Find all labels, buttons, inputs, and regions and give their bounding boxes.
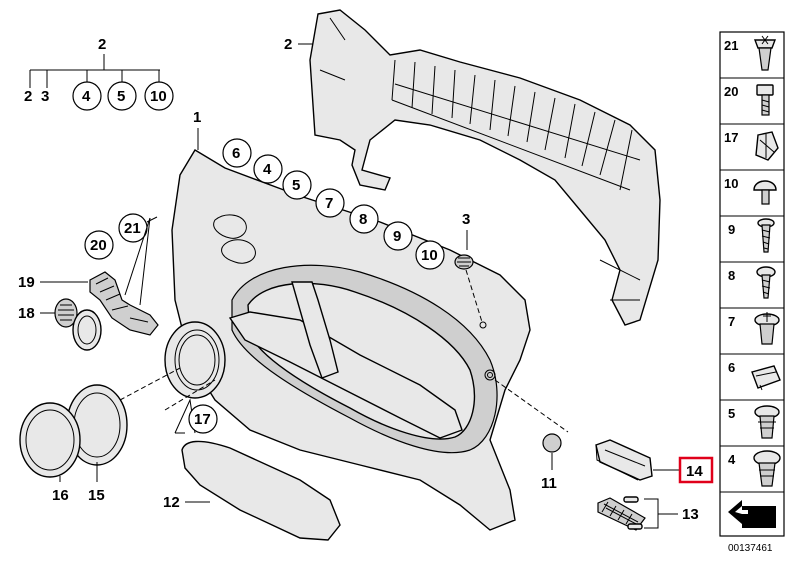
callout-circle-7 [315,188,345,218]
callout-circle-20 [84,230,114,260]
legend-item-20: 20 [724,84,738,99]
callout-5-circle-label: 5 [117,88,125,105]
wedge-arrow-icon [728,500,776,528]
bracket-part-14: 14 [595,439,714,484]
callout-circle-4 [72,81,102,111]
callout-circle-5b [282,170,312,200]
screw-icon [757,218,775,253]
callout-18: 18 [18,305,35,322]
sound-insulation-panel: 2 [284,9,661,326]
callout-circle-10b [415,240,445,270]
tapping-screw-icon [756,266,776,299]
callout-circle-5 [107,81,137,111]
light-assembly-part-13: 13 [597,496,699,531]
callout-7: 7 [325,195,333,212]
callout-9: 9 [393,228,401,245]
cap-plug-icon [753,180,777,205]
callout-2-part: 2 [284,36,292,53]
highlight-box-14 [678,456,714,484]
bolt-icon [756,84,774,116]
speaker-rings: 17 15 16 [19,321,226,504]
callout-11: 11 [541,475,557,492]
rivet-icon [753,35,777,71]
callout-5b: 5 [292,177,300,194]
expansion-clip-icon [754,405,780,439]
callout-3-small: 3 [41,88,49,105]
callout-circle-9 [383,221,413,251]
callout-19: 19 [18,274,35,291]
callout-tree-2: 2 2 3 4 5 10 [24,36,174,111]
push-rivet-icon [754,312,780,345]
legend-item-4: 4 [728,452,736,467]
callout-20: 20 [90,237,107,254]
callout-12: 12 [163,494,180,511]
callout-10b: 10 [421,247,438,264]
callout-circle-4b [253,154,283,184]
callout-8: 8 [359,211,367,228]
callout-6: 6 [232,145,240,162]
reference-number: 00137461 [728,543,773,554]
callout-diagonal-fasteners: 6 4 5 7 8 9 10 [222,138,445,270]
legend-item-10: 10 [724,176,738,191]
callout-4-circle-label: 4 [82,88,91,105]
cap-part-11: 11 [494,379,569,492]
legend-item-6: 6 [728,360,735,375]
trim-clip-icon [753,450,781,487]
door-trim-panel: 1 [171,109,531,531]
callout-17: 17 [194,411,211,428]
callout-2-small: 2 [24,88,32,105]
legend-item-7: 7 [728,314,735,329]
callout-2-top: 2 [98,36,106,53]
callout-15: 15 [88,487,105,504]
fastener-legend: 21 20 17 10 9 8 7 6 5 4 [719,31,785,554]
callout-14: 14 [686,463,703,480]
callout-4b: 4 [263,161,272,178]
clip-icon [755,131,779,161]
callout-13: 13 [682,506,699,523]
armrest-pad-part-12: 12 [163,440,341,541]
callout-circle-17 [188,404,218,434]
retainer-clip-icon [751,365,781,391]
insulation-ribs [319,17,641,301]
speaker-bracket-parts: 21 20 19 18 [18,213,159,351]
callout-16: 16 [52,487,69,504]
callout-circle-6 [222,138,252,168]
legend-item-9: 9 [728,222,735,237]
callout-1: 1 [193,109,201,126]
legend-item-8: 8 [728,268,735,283]
grommet-part-3: 3 [454,211,483,323]
callout-21: 21 [124,220,141,237]
callout-3: 3 [462,211,470,228]
legend-item-5: 5 [728,406,735,421]
callout-10-circle-label: 10 [150,88,167,105]
legend-item-21: 21 [724,38,738,53]
callout-circle-10 [144,81,174,111]
callout-circle-8 [349,204,379,234]
legend-item-17: 17 [724,130,738,145]
